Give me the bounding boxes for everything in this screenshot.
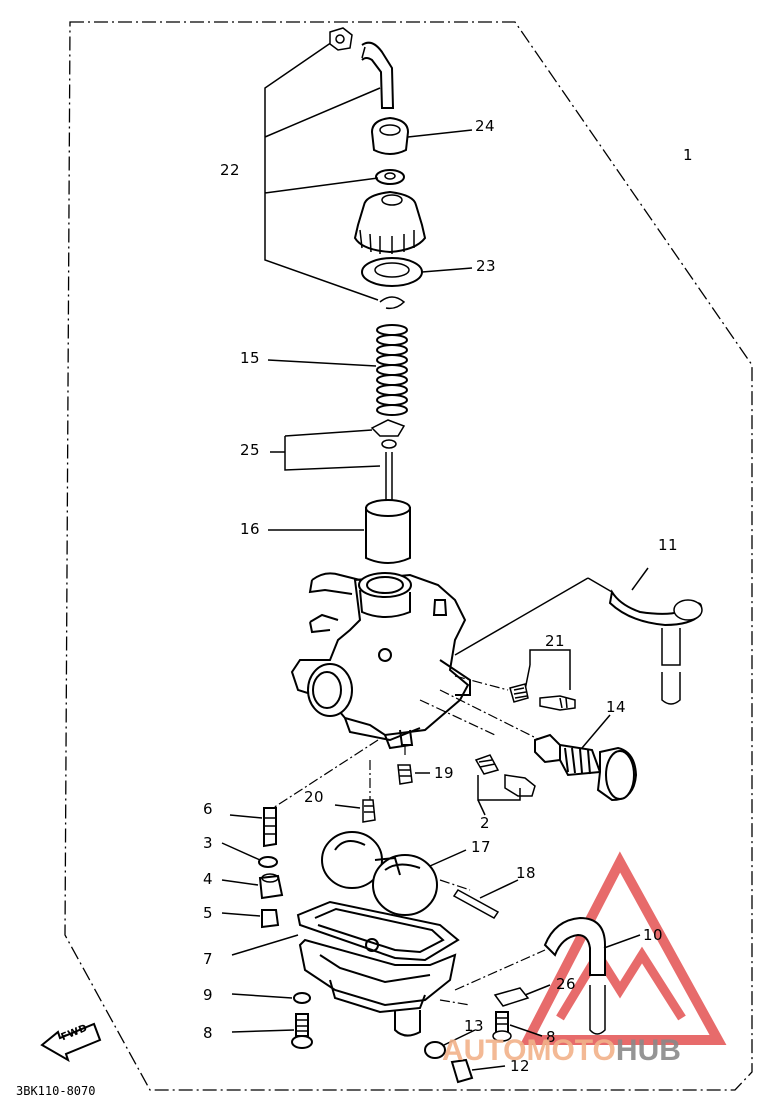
watermark-logo — [519, 851, 727, 1045]
label-24: 24 — [475, 117, 496, 135]
label-25: 25 — [240, 441, 261, 459]
spring-15 — [376, 324, 408, 416]
top-hose — [361, 41, 395, 109]
label-21: 21 — [545, 632, 566, 650]
starter-plunger-14 — [534, 733, 638, 802]
label-19: 19 — [434, 764, 455, 782]
diagram-code: 3BK110-8070 — [16, 1084, 96, 1098]
label-8-left: 8 — [203, 1024, 214, 1042]
label-16: 16 — [240, 520, 261, 538]
label-13: 13 — [464, 1017, 485, 1035]
label-23: 23 — [476, 257, 497, 275]
float-17 — [321, 831, 438, 916]
rubber-cap-24 — [370, 116, 410, 155]
label-18: 18 — [516, 864, 537, 882]
throttle-valve-16 — [365, 507, 411, 564]
assembly-boundary — [64, 21, 753, 1091]
label-10: 10 — [643, 926, 664, 944]
label-5: 5 — [203, 904, 214, 922]
carburetor-body — [290, 572, 471, 750]
label-12: 12 — [510, 1057, 531, 1075]
label-9: 9 — [203, 986, 214, 1004]
bracket-22 — [264, 39, 381, 301]
washer-23 — [361, 257, 423, 287]
label-14: 14 — [606, 698, 627, 716]
watermark: AUTOMOTOHUB — [442, 1034, 681, 1067]
fwd-arrow-icon — [40, 1022, 102, 1063]
nut-top — [329, 27, 353, 51]
label-3: 3 — [203, 834, 214, 852]
label-1: 1 — [683, 146, 694, 164]
label-2: 2 — [480, 814, 491, 832]
float-bowl — [296, 900, 460, 1037]
cap-nut — [353, 190, 427, 254]
label-8-right: 8 — [546, 1028, 557, 1046]
label-17: 17 — [471, 838, 492, 856]
hose-10 — [543, 916, 606, 976]
label-11: 11 — [658, 536, 679, 554]
label-4: 4 — [203, 870, 214, 888]
label-6: 6 — [203, 800, 214, 818]
label-26: 26 — [556, 975, 577, 993]
label-15: 15 — [240, 349, 261, 367]
label-7: 7 — [203, 950, 214, 968]
label-20: 20 — [304, 788, 325, 806]
label-22: 22 — [220, 161, 241, 179]
